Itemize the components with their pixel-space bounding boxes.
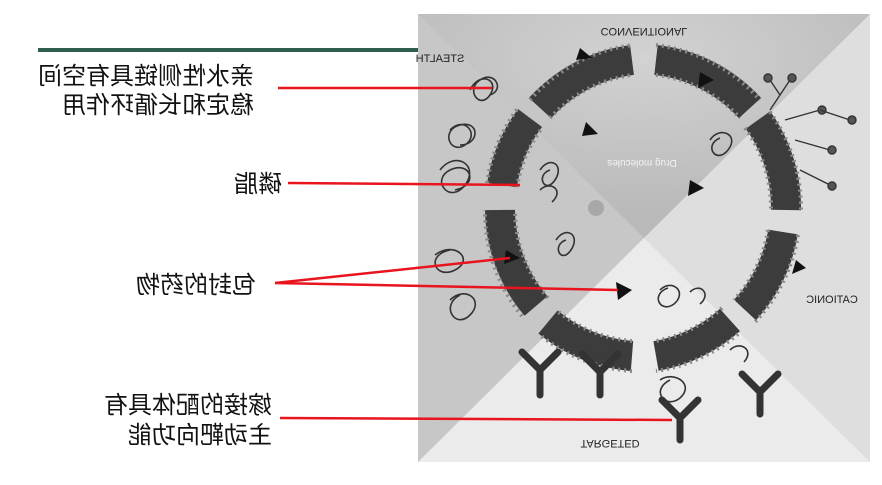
- quadrant-conventional: [418, 14, 870, 238]
- drug-triangle: [688, 180, 704, 196]
- label-phospholipid: 磷脂: [234, 170, 282, 198]
- drug-triangle: [792, 260, 806, 274]
- quadrant-label-stealth: STEALTH: [416, 53, 465, 65]
- quadrant-label-cationic: CATIONIC: [806, 294, 858, 306]
- label-stealth-line2: 稳定和长循环作用: [62, 91, 254, 119]
- quadrant-label-targeted: TARGETED: [580, 437, 639, 449]
- leader-drug-2: [274, 281, 619, 292]
- drug-molecules-label: Drug molecules: [607, 157, 676, 168]
- drug-triangle: [582, 122, 598, 136]
- quadrant-label-conventional: CONVENTIONAL: [601, 25, 688, 37]
- leader-ligand: [279, 416, 673, 422]
- drug-triangle: [616, 282, 632, 300]
- label-ligand-line1: 嫁接的配体具有: [104, 391, 272, 419]
- title-bar: [38, 48, 418, 52]
- quadrant-stealth: [418, 14, 644, 462]
- antibodies: [518, 348, 782, 444]
- figure-panel: [418, 14, 870, 462]
- drug-triangle: [504, 250, 520, 264]
- label-ligand-line2: 主动靶向功能: [128, 421, 272, 449]
- cationic-chains: [763, 73, 857, 191]
- bilayer-heads: [482, 43, 804, 373]
- drug-molecules: [504, 48, 806, 300]
- polymer-chains: [434, 76, 749, 403]
- leader-lines: [274, 86, 673, 422]
- drug-sphere: [588, 200, 604, 216]
- leader-drug-1: [274, 256, 511, 285]
- drug-triangle: [698, 72, 714, 88]
- quadrant-labels: CONVENTIONAL STEALTH CATIONIC TARGETED D…: [416, 25, 858, 449]
- label-stealth-line1: 亲水性侧链具有空间: [38, 62, 254, 90]
- leader-phospholipid: [287, 181, 521, 187]
- quadrant-cationic: [644, 14, 870, 462]
- drug-triangle: [576, 48, 592, 60]
- label-drug: 包封的药物: [136, 271, 256, 299]
